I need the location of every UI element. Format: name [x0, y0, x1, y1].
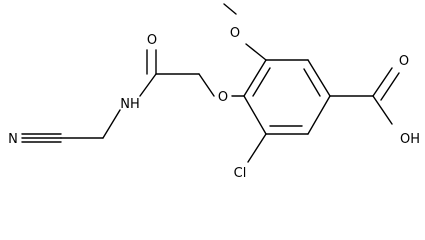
atom-o-methoxy: O — [230, 26, 240, 41]
bond-carboxyl-co-2 — [380, 72, 400, 101]
bond-n-ch2 — [102, 109, 121, 139]
bond-methyl-o — [223, 3, 237, 15]
bond-ring-6-inner — [252, 67, 271, 97]
bond-amide-c-n — [139, 73, 157, 97]
atom-oh-acid: OH — [400, 132, 420, 147]
bond-ring-2-inner — [303, 68, 321, 97]
bond-o-ring-methoxy — [245, 43, 267, 61]
atom-n-nitrile: N — [8, 132, 18, 147]
atom-nh: NH — [120, 97, 140, 112]
atom-o-ether: O — [218, 90, 228, 105]
bond-carboxyl-co-1 — [372, 67, 393, 97]
bonds — [21, 3, 400, 163]
atom-labels: O O NH N O O OH Cl — [8, 26, 420, 181]
bond-ring-cl — [247, 133, 267, 163]
atom-cl: Cl — [234, 166, 247, 181]
atom-o-carbonyl: O — [147, 33, 157, 48]
atom-o-acid: O — [399, 54, 409, 69]
bond-ring-3 — [307, 95, 331, 135]
chemical-structure: O O NH N O O OH Cl — [8, 3, 420, 181]
bond-o-ether-ch2 — [198, 73, 215, 97]
bond-ring-5 — [243, 95, 267, 135]
bond-carboxyl-oh — [372, 95, 393, 125]
bond-ring-2 — [307, 59, 331, 97]
bond-ring-6 — [243, 59, 267, 97]
